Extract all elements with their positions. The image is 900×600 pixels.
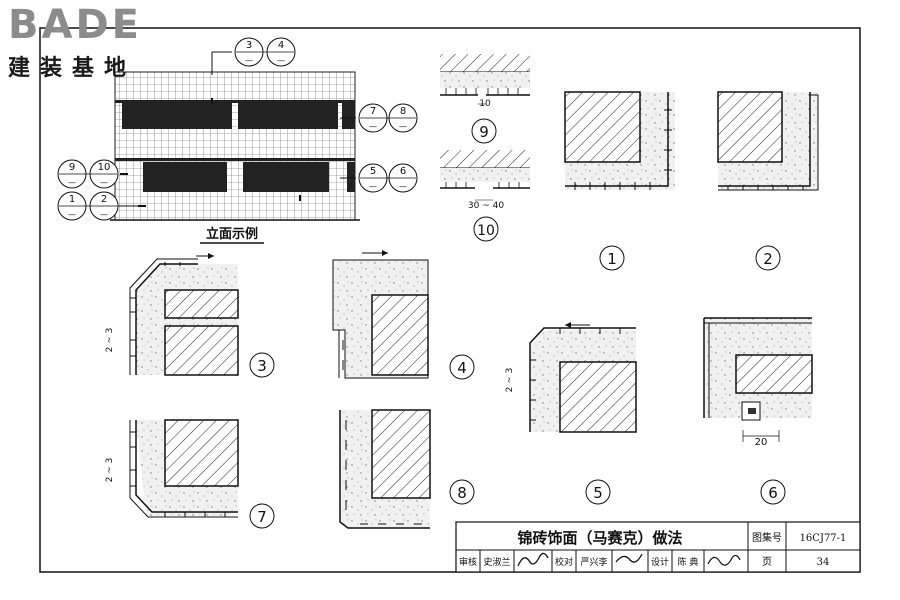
callout-number: 6 (400, 166, 406, 177)
callout-dash: — (369, 122, 377, 131)
review-signature (517, 552, 549, 567)
callout-1-2: 1 — 2 — (57, 191, 138, 221)
page-number: 34 (817, 557, 830, 568)
detail-label: 9 (479, 123, 489, 141)
detail-label: 3 (257, 357, 267, 375)
detail-2: 2 (717, 91, 819, 271)
callout-dash: — (399, 122, 407, 131)
check-label: 校对 (555, 556, 573, 568)
detail-9: 10 9 (440, 54, 530, 144)
design-label: 设计 (651, 556, 669, 568)
callout-number: 8 (400, 106, 406, 117)
design-signature (707, 554, 741, 566)
drawing-title: 锦砖饰面（马赛克）做法 (517, 529, 682, 547)
callout-dash: — (277, 56, 285, 65)
detail-label: 10 (477, 223, 495, 239)
callout-number: 3 (246, 40, 252, 51)
callout-3-4: 3 — 4 — (234, 37, 296, 67)
detail-8: 8 (339, 409, 475, 529)
callout-number: 2 (101, 194, 107, 205)
detail-7: 2 ~ 3 7 (105, 419, 275, 529)
detail-label: 8 (457, 484, 467, 502)
detail-label: 2 (763, 250, 773, 268)
callout-number: 5 (370, 166, 376, 177)
detail-10: 30 ~ 40 10 (440, 150, 530, 242)
callout-dash: — (245, 56, 253, 65)
atlas-label: 图集号 (752, 531, 782, 544)
detail-label: 5 (593, 484, 603, 502)
detail-4: 4 (332, 250, 475, 380)
detail-label: 4 (457, 359, 467, 377)
detail-label: 6 (768, 484, 778, 502)
callout-dash: — (68, 210, 76, 219)
joint-dimension: 2 ~ 3 (105, 458, 115, 483)
atlas-number: 16CJ77-1 (800, 533, 847, 544)
callout-number: 1 (69, 194, 75, 205)
callout-7-8: 7 — 8 — (358, 103, 418, 133)
design-name: 陈 典 (678, 556, 699, 568)
elevation-example (110, 51, 360, 221)
sheet-border (39, 27, 861, 573)
bade-logo-subtitle: 建装基地 (8, 56, 137, 81)
review-name: 史淑兰 (483, 556, 510, 568)
detail-3: 2 ~ 3 3 (105, 253, 275, 378)
callout-dash: — (68, 178, 76, 187)
callout-dash: — (369, 182, 377, 191)
elevation-caption: 立面示例 (206, 226, 258, 242)
callout-number: 4 (278, 40, 284, 51)
callout-number: 10 (98, 162, 111, 173)
page-label: 页 (762, 556, 772, 568)
callout-9-10: 9 — 10 — (57, 159, 119, 189)
width-dimension: 20 (755, 437, 768, 448)
detail-1: 1 (564, 91, 675, 271)
callout-dash: — (399, 182, 407, 191)
callout-number: 7 (370, 106, 376, 117)
detail-5: 2 ~ 3 5 (505, 322, 637, 505)
detail-label: 1 (607, 250, 617, 268)
dimension-label: 30 ~ 40 (468, 201, 504, 211)
title-block: 锦砖饰面（马赛克）做法 图集号 16CJ77-1 页 34 审核 史淑兰 校对 … (455, 521, 861, 573)
callout-number: 9 (69, 162, 75, 173)
detail-6: 20 6 (703, 317, 813, 505)
callout-dash: — (100, 178, 108, 187)
detail-label: 7 (257, 508, 267, 526)
callout-5-6: 5 — 6 — (358, 163, 418, 193)
callout-dash: — (100, 210, 108, 219)
check-name: 严兴李 (580, 556, 607, 568)
check-signature (615, 553, 643, 563)
bade-logo: BADE (8, 2, 142, 48)
joint-dimension: 2 ~ 3 (105, 328, 115, 353)
dimension-label: 10 (479, 99, 491, 109)
joint-dimension: 2 ~ 3 (505, 368, 515, 393)
review-label: 审核 (459, 556, 477, 568)
